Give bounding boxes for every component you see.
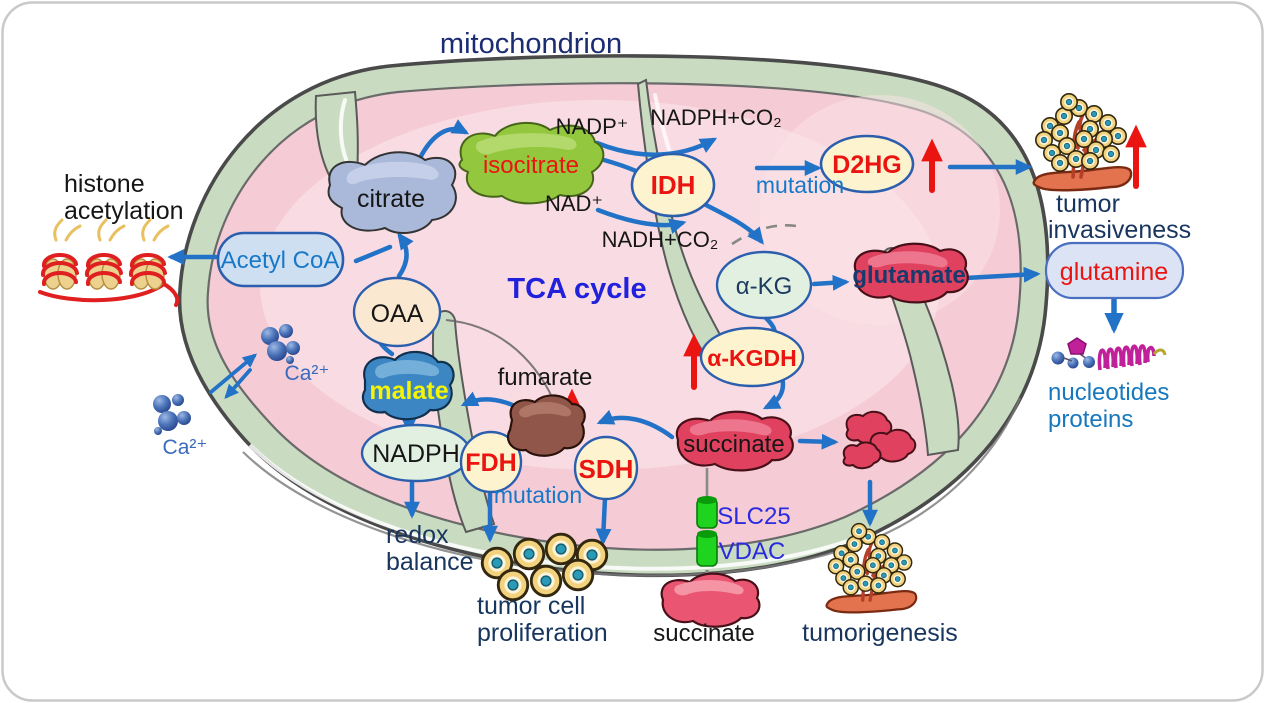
histone-label-line1: histone [64, 170, 145, 198]
arrow-sdh-to-cells [595, 495, 612, 546]
node-glutamate: glutamate [852, 242, 969, 304]
fumarate-label: fumarate [498, 364, 593, 391]
arrow-akg-to-glutamate [811, 274, 850, 291]
inner-membrane-line [242, 397, 1022, 577]
node-idh: IDH [630, 152, 716, 218]
nucleotides-label-line2: proteins [1048, 406, 1133, 433]
proliferation-label-line1: tumor cell [477, 592, 585, 620]
malate-label: malate [369, 377, 448, 405]
invasiveness-label-line2: invasiveness [1048, 216, 1191, 244]
pathway-arrows [167, 119, 1124, 546]
arrow-succinate-to-fumarate [596, 409, 675, 440]
node-oaa: OAA [352, 276, 442, 348]
node-isocitrate: isocitrate [458, 121, 605, 205]
tumorigenesis-label: tumorigenesis [802, 619, 958, 647]
isocitrate-label: isocitrate [483, 152, 579, 179]
redox-label-line1: redox [386, 521, 449, 549]
arrow-ca-influx [209, 353, 258, 394]
succinate-crossing-blobs [842, 410, 917, 470]
glutamate-label: glutamate [852, 262, 965, 289]
node-glutamine: glutamine [1044, 241, 1185, 300]
node-fdh: FDH [459, 430, 523, 494]
succinate-exported-label: succinate [653, 620, 754, 647]
node-succinate-exported: succinate [653, 572, 761, 647]
node-nadph: NADPH [360, 423, 472, 483]
ca-cluster-matrix: Ca²⁺ [261, 324, 329, 385]
node-alpha-kg: α-KG [715, 250, 813, 320]
sdh-label: SDH [579, 454, 634, 484]
tca-cycle-label: TCA cycle [507, 273, 646, 305]
node-fumarate: fumarate [498, 364, 593, 457]
ca-cytosol-label: Ca²⁺ [163, 436, 208, 459]
nadph-label: NADPH [372, 440, 460, 468]
oaa-label: OAA [371, 300, 424, 328]
ca-matrix-label: Ca²⁺ [285, 362, 330, 385]
nad-label: NAD⁺ [545, 191, 603, 216]
vdac-label: VDAC [719, 538, 786, 565]
arrow-succinate-export [797, 433, 839, 450]
arrow-glutamate-to-glutamine [963, 266, 1041, 283]
redox-label-line2: balance [386, 548, 474, 576]
idh-label: IDH [651, 170, 696, 200]
nucleotides-proteins-icon [1051, 337, 1167, 371]
node-acetyl-coa: Acetyl CoA [216, 231, 345, 288]
mutation-fdh-label: mutation [494, 482, 582, 508]
nadh-co2-label: NADH+CO₂ [602, 227, 719, 252]
glutamine-label: glutamine [1060, 258, 1168, 286]
histone-icon [38, 218, 180, 307]
nucleotides-label-line1: nucleotides [1048, 379, 1169, 406]
citrate-label: citrate [357, 185, 425, 213]
node-sdh: SDH [573, 435, 639, 501]
slc25-label: SLC25 [717, 503, 790, 530]
node-succinate: succinate [675, 410, 794, 472]
arrow-oaa-to-citrate [396, 232, 414, 279]
node-d2hg: D2HG [819, 134, 915, 194]
arrow-ca-efflux [224, 368, 252, 399]
proliferation-label-line2: proliferation [477, 619, 608, 647]
mutation-idh-label: mutation [756, 172, 844, 198]
histone-label-line2: acetylation [64, 197, 184, 225]
nadp-label: NADP⁺ [556, 114, 629, 139]
dashed-fold-line [731, 223, 803, 246]
node-citrate: citrate [327, 151, 457, 235]
node-akgdh: α-KGDH [699, 326, 805, 388]
invasiveness-label-line1: tumor [1056, 190, 1120, 218]
arrow-idh-to-akg [697, 199, 764, 245]
succinate-label: succinate [683, 431, 784, 458]
arrow-citrate-to-isocitrate [417, 119, 470, 161]
alpha-kg-label: α-KG [736, 273, 793, 300]
arrow-nad-swoosh [595, 207, 687, 234]
nadph-co2-label: NADPH+CO₂ [650, 105, 781, 130]
ca-cluster-cytosol: Ca²⁺ [153, 394, 207, 459]
transporter-channel: SLC25 VDAC [696, 496, 791, 567]
arrow-acetylcoa-join [353, 244, 393, 264]
fdh-label: FDH [465, 449, 516, 477]
node-malate: malate [361, 350, 455, 421]
akgdh-label: α-KGDH [707, 345, 797, 371]
acetyl-coa-label: Acetyl CoA [221, 247, 340, 274]
d2hg-label: D2HG [832, 151, 901, 179]
